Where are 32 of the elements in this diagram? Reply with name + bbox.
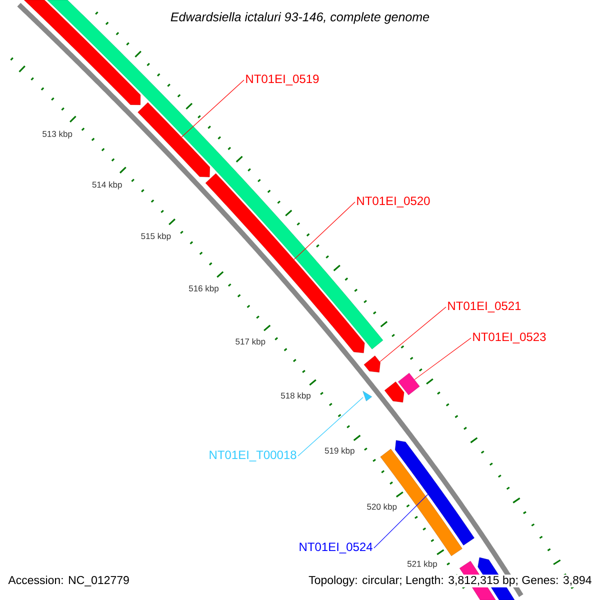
- gene-feature: [364, 356, 380, 372]
- scale-label: 521 kbp: [407, 560, 437, 569]
- gene-label: NT01EI_0523: [473, 332, 546, 344]
- gene-feature: [384, 382, 404, 402]
- gene-feature: [395, 440, 474, 546]
- scale-label: 518 kbp: [280, 392, 311, 400]
- gene-label: NT01EI_0524: [300, 542, 372, 554]
- gene-feature: [138, 102, 210, 178]
- leader-line: [414, 338, 472, 380]
- leader-line: [181, 80, 244, 138]
- gene-label: NT01EI_T00018: [210, 450, 296, 462]
- gene-feature: [398, 372, 420, 396]
- leader-line: [374, 494, 428, 548]
- leader-line: [380, 306, 446, 362]
- title: Edwardsiella ictaluri 93-146, complete genome: [170, 12, 430, 24]
- leader-line: [298, 397, 364, 456]
- scale-label: 514 kbp: [92, 181, 122, 190]
- scale-label: 513 kbp: [42, 130, 72, 139]
- scale-label: 515 kbp: [141, 232, 171, 241]
- scale-label: 519 kbp: [324, 447, 354, 456]
- gene-feature: [380, 448, 462, 556]
- footer-text: Accession: NC_012779: [7, 574, 130, 588]
- gene-label: NT01EI_0520: [357, 196, 430, 208]
- gene-feature: [24, 0, 141, 105]
- gene-label: NT01EI_0521: [448, 302, 521, 312]
- footer-text: Topology: circular; Length: 3,812,315 bp; Genes: 3,894: [308, 574, 593, 588]
- gene-feature: [362, 390, 372, 402]
- scale-label: 516 kbp: [188, 285, 218, 294]
- leader-line: [294, 202, 356, 260]
- scale-label: 517 kbp: [236, 338, 266, 346]
- gene-label: NT01EI_0519: [246, 74, 319, 86]
- scale-label: 520 kbp: [367, 503, 397, 512]
